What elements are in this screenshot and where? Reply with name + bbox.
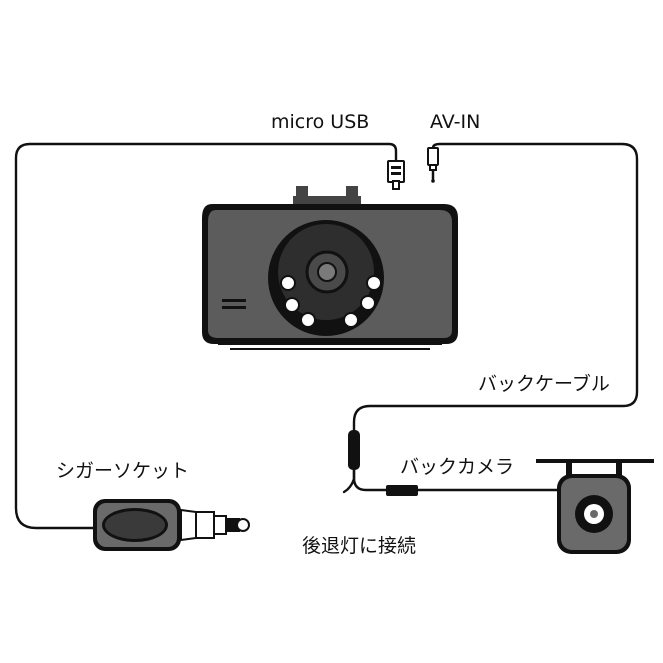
cigar-socket-plug-icon <box>93 499 250 551</box>
reverse-light-wire <box>342 468 356 494</box>
back-camera-icon <box>536 459 654 554</box>
av-in-plug-icon <box>427 147 439 183</box>
dashcam-icon <box>202 186 458 350</box>
back-cable-label: バックケーブル <box>478 373 610 395</box>
cigar-socket-label: シガーソケット <box>56 460 190 482</box>
usb-power-cable <box>14 142 398 530</box>
av-in-label: AV-IN <box>430 111 481 133</box>
back-cable <box>352 466 390 492</box>
camera-cable-connector-icon <box>386 485 418 496</box>
micro-usb-label: micro USB <box>271 111 370 133</box>
back-camera-label: バックカメラ <box>400 456 515 478</box>
back-cable-connector-icon <box>348 430 360 470</box>
micro-usb-plug-icon <box>387 160 405 190</box>
av-in-cable <box>352 142 639 434</box>
reverse-light-label: 後退灯に接続 <box>302 535 417 557</box>
